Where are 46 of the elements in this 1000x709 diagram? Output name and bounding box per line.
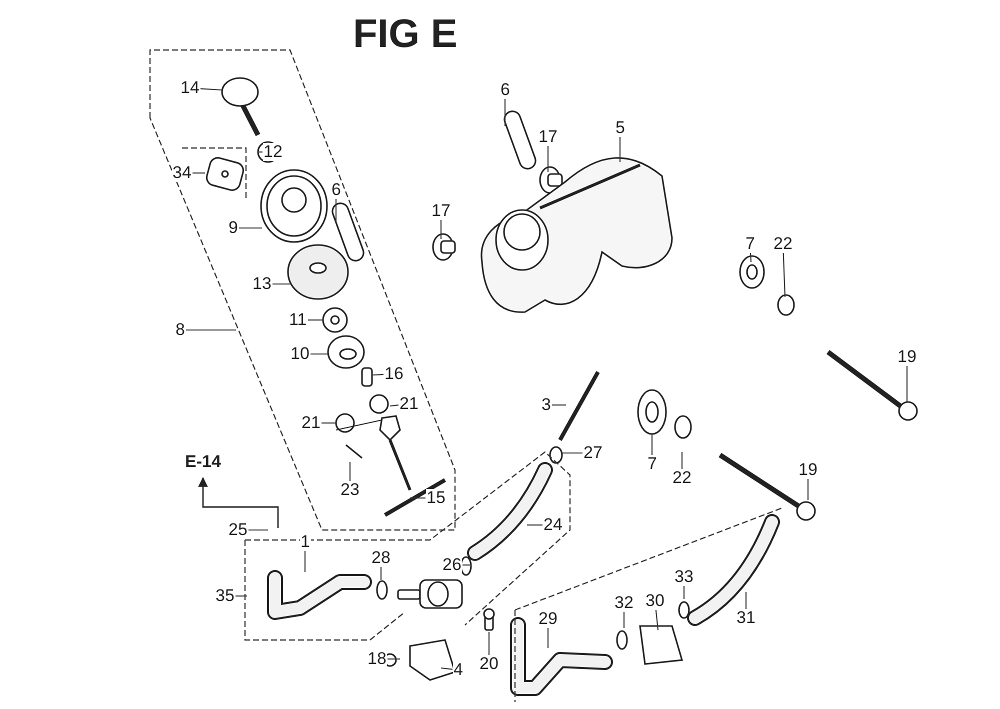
callout-number: 34 <box>172 164 192 182</box>
leader-line <box>322 422 336 424</box>
leader-line <box>186 329 236 331</box>
figure-title: FIG E <box>353 12 458 57</box>
leader-line <box>745 592 747 609</box>
leader-line <box>200 88 222 91</box>
leader-line <box>335 199 337 222</box>
callout-number: 12 <box>262 143 284 161</box>
leader-line <box>372 374 384 376</box>
leader-line <box>683 586 685 599</box>
leader-line <box>906 366 908 402</box>
leader-line <box>562 452 582 454</box>
leader-line <box>248 529 268 531</box>
reference-label: E-14 <box>185 452 221 472</box>
leader-line <box>547 146 549 172</box>
callout-number: 18 <box>366 650 388 668</box>
leader-line <box>310 353 328 355</box>
leader-line <box>259 151 262 153</box>
leader-line <box>527 524 542 526</box>
leader-line <box>390 404 399 407</box>
leader-line <box>349 462 351 481</box>
leader-line <box>380 567 382 580</box>
leader-line <box>782 252 786 298</box>
leader-line <box>807 479 809 500</box>
leader-line <box>552 404 566 406</box>
leader-line <box>440 220 442 239</box>
leader-line <box>462 564 470 566</box>
leader-line <box>750 252 752 262</box>
leader-line <box>488 632 490 655</box>
leader-line <box>304 551 306 572</box>
leader-line <box>440 667 453 670</box>
leader-line <box>236 595 247 597</box>
leader-line <box>192 172 205 174</box>
leader-line <box>651 434 653 455</box>
leader-line <box>681 452 683 469</box>
leader-line <box>623 612 625 628</box>
leader-line <box>308 319 323 321</box>
leader-line <box>410 497 426 499</box>
leader-line <box>272 283 291 285</box>
callout-number: 26 <box>442 556 462 574</box>
leader-line <box>619 137 621 162</box>
leader-line <box>504 99 506 126</box>
leader-line <box>547 628 549 648</box>
leader-line <box>238 227 262 229</box>
leader-line <box>388 658 400 660</box>
leader-line <box>655 610 659 630</box>
